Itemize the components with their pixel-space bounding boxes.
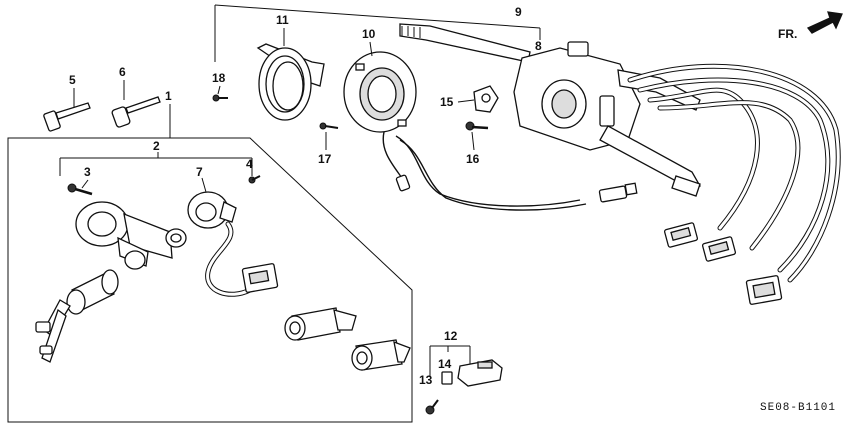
connector-c: [745, 275, 783, 305]
callout-17: 17: [318, 152, 332, 166]
callout-12: 12: [444, 329, 458, 343]
screw-part-3: [67, 183, 93, 196]
combination-switch-part-8: [399, 23, 701, 197]
callout-15: 15: [440, 95, 454, 109]
connector-a: [663, 222, 699, 248]
cancel-sleeve-part-15: [473, 85, 499, 113]
assembly-frame: [7, 4, 541, 423]
lock-cylinder-with-keys: [35, 269, 119, 363]
combination-switch-wiring: [627, 63, 841, 283]
callout-11: 11: [276, 13, 289, 27]
screw-part-4: [248, 175, 261, 184]
bracket-part-12: [457, 359, 503, 387]
cap-part-14: [441, 371, 453, 385]
key-blank-part-5: [43, 102, 91, 132]
callout-3: 3: [84, 165, 91, 179]
connector-b: [701, 236, 737, 262]
callout-5: 5: [69, 73, 76, 87]
cover-ring-part-11: [256, 43, 325, 121]
callout-labels: 1 2 3 4 5 6 7 8 9 10 11 12 13 14 15 16 1…: [69, 5, 542, 387]
front-direction-label: FR.: [778, 27, 797, 41]
callout-10: 10: [362, 27, 376, 41]
screw-part-18: [212, 94, 228, 102]
key-blank-part-6: [111, 96, 161, 128]
callout-leaders: [73, 28, 475, 193]
screw-part-17: [319, 122, 339, 130]
callout-18: 18: [212, 71, 226, 85]
diagram-code: SE08-B1101: [760, 402, 836, 414]
front-direction-arrow-icon: [806, 11, 843, 34]
screw-part-16: [465, 121, 489, 131]
callout-1: 1: [165, 89, 172, 103]
callout-16: 16: [466, 152, 480, 166]
callout-2: 2: [153, 139, 160, 153]
screw-part-13: [425, 399, 439, 415]
cable-reel-part-10: [343, 51, 638, 211]
ignition-switch-part-7: [187, 191, 279, 297]
callout-14: 14: [438, 357, 452, 371]
callout-9: 9: [515, 5, 522, 19]
trunk-lock-cylinder: [351, 339, 411, 371]
door-lock-cylinder: [284, 307, 357, 341]
callout-7: 7: [196, 165, 203, 179]
callout-6: 6: [119, 65, 126, 79]
steering-lock-body-part-2: [75, 201, 187, 270]
callout-4: 4: [246, 157, 253, 171]
callout-8: 8: [535, 39, 542, 53]
callout-13: 13: [419, 373, 433, 387]
